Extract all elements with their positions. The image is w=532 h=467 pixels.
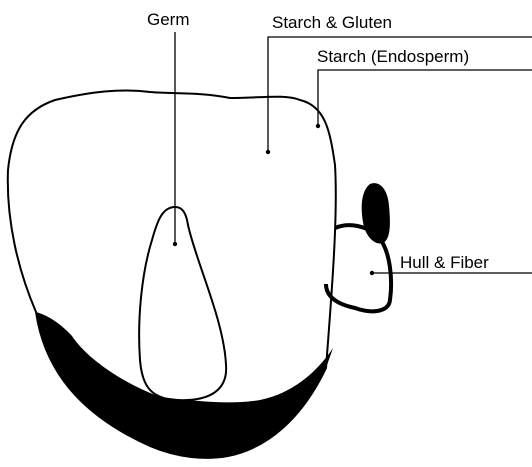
hull-fiber-leader-dot [370, 271, 374, 275]
germ-label: Germ [147, 10, 190, 29]
hull-bottom-band [36, 312, 333, 458]
starch-gluten-label: Starch & Gluten [272, 13, 392, 32]
germ-outline [139, 207, 226, 400]
starch-gluten-leader-dot [266, 150, 270, 154]
starch-endosperm-label: Starch (Endosperm) [317, 47, 469, 66]
starch-endosperm-leader-dot [316, 124, 320, 128]
hull-bulb [362, 183, 390, 243]
starch-endosperm-leader-line [318, 70, 532, 124]
germ-leader-dot [173, 242, 177, 246]
hull-fiber-label: Hull & Fiber [400, 253, 489, 272]
